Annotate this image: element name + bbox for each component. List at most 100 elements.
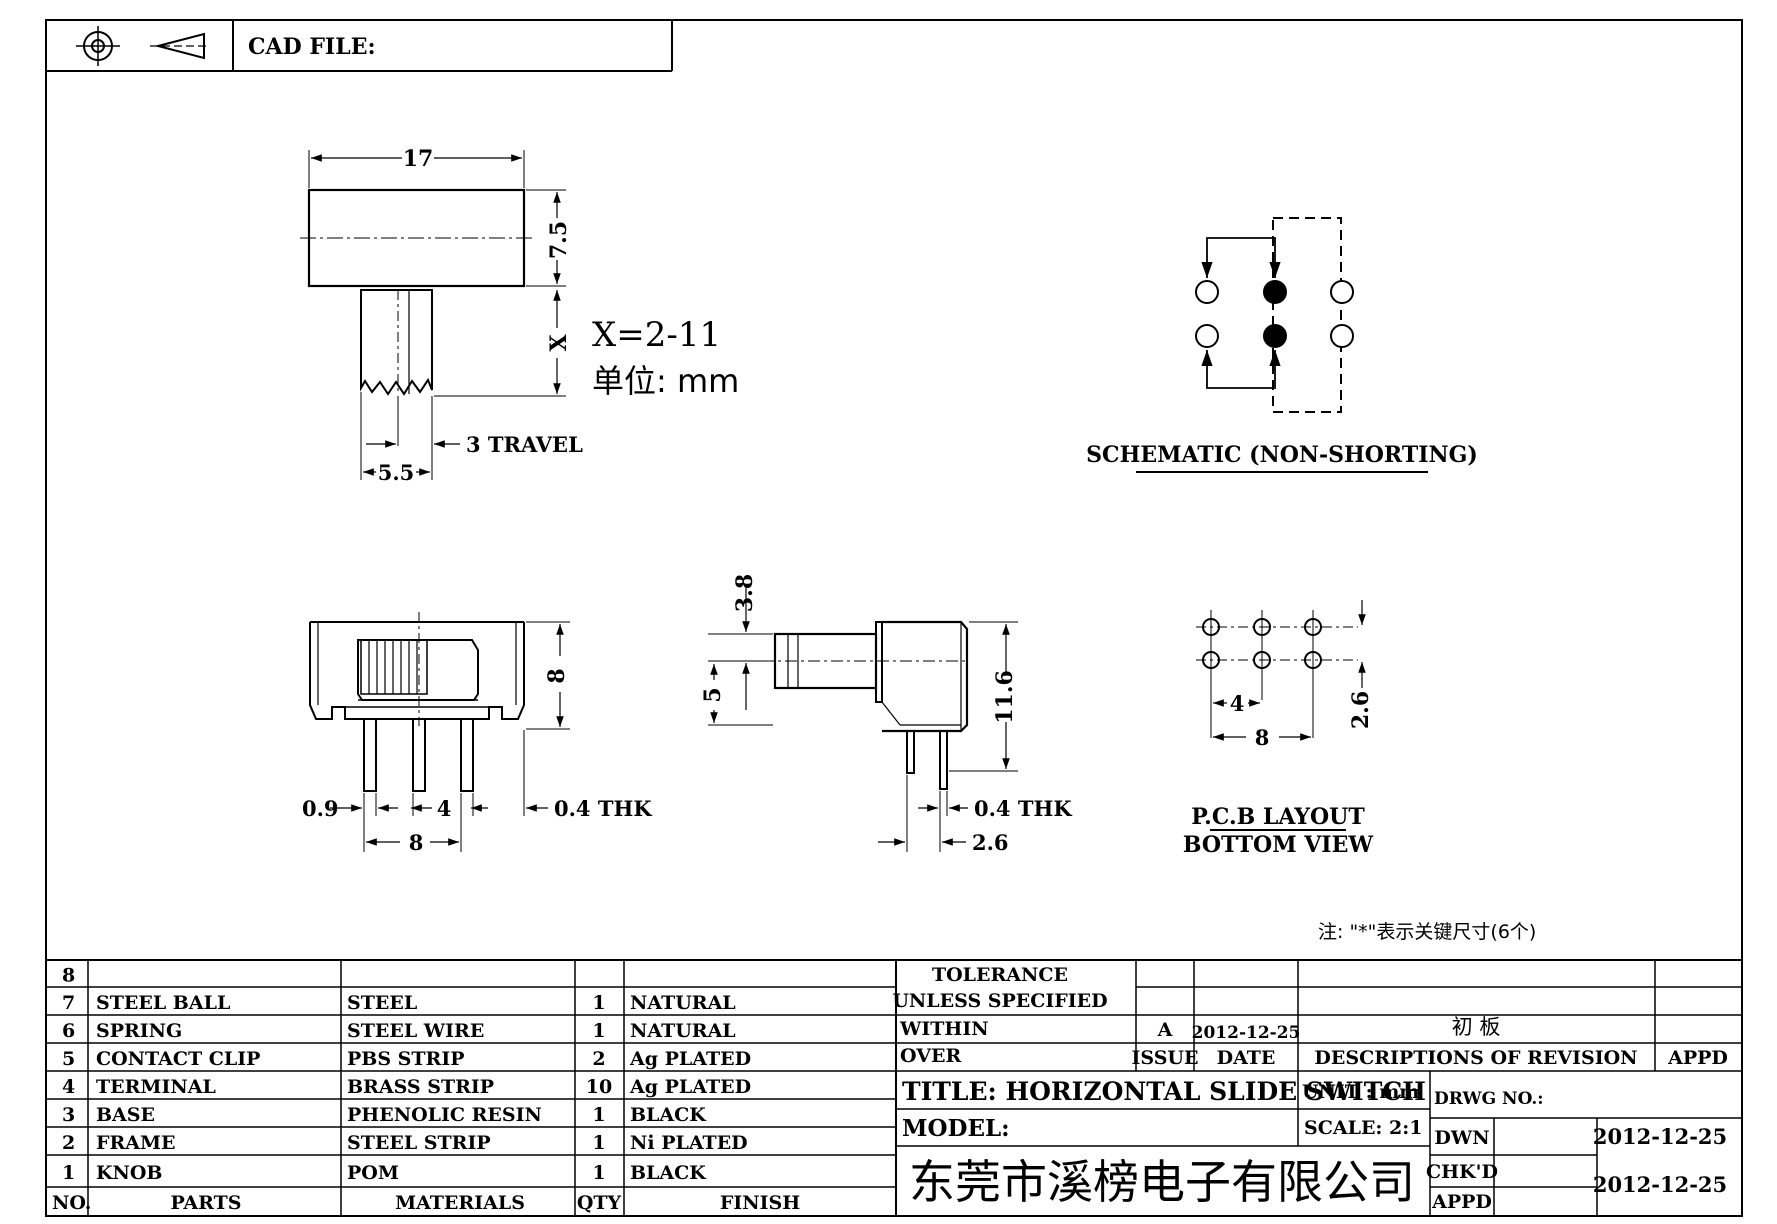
dim-x: X xyxy=(546,334,572,352)
bom-part: KNOB xyxy=(96,1162,163,1184)
bom-no: 6 xyxy=(62,1020,75,1042)
side-dim-knob-h: 3.8 xyxy=(732,574,758,612)
dim-travel: 3 TRAVEL xyxy=(466,432,583,457)
checked-date: 2012-12-25 xyxy=(1593,1172,1727,1197)
company-name: 东莞市溪榜电子有限公司 xyxy=(909,1155,1415,1209)
bom-material: PHENOLIC RESIN xyxy=(347,1104,542,1126)
unit-label: UNIT : mm xyxy=(1302,1081,1419,1103)
bom-part: STEEL BALL xyxy=(96,992,230,1014)
bom-finish: BLACK xyxy=(630,1104,707,1126)
appd-label: APPD xyxy=(1667,1047,1728,1069)
bom-no: 2 xyxy=(62,1132,75,1154)
bom-header-materials: MATERIALS xyxy=(395,1192,525,1214)
tolerance-label-1: TOLERANCE xyxy=(932,964,1068,986)
description-label: DESCRIPTIONS OF REVISION xyxy=(1314,1047,1637,1069)
bom-material: STEEL WIRE xyxy=(347,1020,484,1042)
dim-knob: 5.5 xyxy=(378,460,415,485)
dim-width: 17 xyxy=(403,146,434,172)
drawing-number-label: DRWG NO.: xyxy=(1434,1089,1544,1109)
x-range: X=2-11 xyxy=(592,315,721,355)
front-dim-thk: 0.4 THK xyxy=(554,796,652,821)
tolerance-label-2: UNLESS SPECIFIED xyxy=(892,990,1107,1012)
pcb-title-1: P.C.B LAYOUT xyxy=(1191,804,1365,830)
drawn-date: 2012-12-25 xyxy=(1593,1124,1727,1149)
bom-qty: 10 xyxy=(586,1076,612,1098)
bom-header-parts: PARTS xyxy=(171,1192,242,1214)
side-dim-height: 11.6 xyxy=(992,670,1018,724)
bom-qty: 1 xyxy=(592,1104,605,1126)
bom-part: CONTACT CLIP xyxy=(96,1048,260,1070)
side-view xyxy=(708,584,1018,852)
front-dim-pitch: 4 xyxy=(437,796,452,821)
front-dim-height: 8 xyxy=(544,668,570,683)
schematic-diagram xyxy=(1195,217,1354,413)
bom-no: 3 xyxy=(62,1104,75,1126)
bom-qty: 1 xyxy=(592,1132,605,1154)
bom-material: STEEL STRIP xyxy=(347,1132,491,1154)
checked-label: CHK'D xyxy=(1426,1161,1498,1183)
drawing-border xyxy=(45,19,1743,1217)
bom-no: 5 xyxy=(62,1048,75,1070)
bom-qty: 1 xyxy=(592,992,605,1014)
bom-finish: Ni PLATED xyxy=(630,1132,748,1154)
pcb-dim-span: 8 xyxy=(1255,725,1270,750)
pcb-layout xyxy=(1196,600,1366,741)
schematic-title: SCHEMATIC (NON-SHORTING) xyxy=(1086,442,1478,468)
bom-finish: Ag PLATED xyxy=(629,1048,751,1070)
bom-material: POM xyxy=(347,1162,399,1184)
bom-material: BRASS STRIP xyxy=(347,1076,494,1098)
bom-header-qty: QTY xyxy=(577,1192,622,1214)
front-view xyxy=(309,612,570,852)
bom-no: 4 xyxy=(62,1076,75,1098)
bom-finish: NATURAL xyxy=(630,992,736,1014)
bom-part: FRAME xyxy=(96,1132,176,1154)
title-block-grid xyxy=(896,960,1742,1216)
unit-note: 单位: mm xyxy=(592,362,739,400)
tolerance-within: WITHIN xyxy=(899,1018,989,1040)
bom-part: BASE xyxy=(96,1104,155,1126)
bill-of-materials xyxy=(46,959,1742,1216)
side-dim-pin: 2.6 xyxy=(972,830,1009,855)
date-label: DATE xyxy=(1217,1047,1276,1069)
pcb-dim-row: 2.6 xyxy=(1348,691,1374,729)
top-view xyxy=(300,150,566,480)
revision-date: 2012-12-25 xyxy=(1192,1023,1301,1043)
drawn-label: DWN xyxy=(1434,1127,1489,1149)
bom-qty: 2 xyxy=(592,1048,605,1070)
bom-header-finish: FINISH xyxy=(720,1192,800,1214)
key-dimension-note: 注: "*"表示关键尺寸(6个) xyxy=(1318,921,1536,943)
front-dim-pin: 0.9 xyxy=(302,796,339,821)
revision-issue: A xyxy=(1157,1019,1173,1041)
side-dim-knob-w: 5 xyxy=(700,687,726,702)
dim-height: 7.5 xyxy=(546,221,572,259)
model-label: MODEL: xyxy=(902,1115,1010,1142)
bom-no: 8 xyxy=(62,965,75,987)
pcb-title-2: BOTTOM VIEW xyxy=(1183,832,1373,858)
bom-finish: BLACK xyxy=(630,1162,707,1184)
header-block: CAD FILE: xyxy=(46,20,673,72)
bom-material: STEEL xyxy=(347,992,417,1014)
bom-no: 1 xyxy=(62,1162,75,1184)
bom-finish: NATURAL xyxy=(630,1020,736,1042)
bom-part: TERMINAL xyxy=(96,1076,216,1098)
bom-no: 7 xyxy=(62,992,75,1014)
drawing-title: TITLE: HORIZONTAL SLIDE SWITCH xyxy=(902,1077,1426,1106)
tolerance-over: OVER xyxy=(900,1045,961,1067)
bom-material: PBS STRIP xyxy=(347,1048,465,1070)
revision-description: 初 板 xyxy=(1452,1015,1501,1039)
scale-label: SCALE: 2:1 xyxy=(1304,1117,1423,1139)
issue-label: ISSUE xyxy=(1132,1047,1199,1069)
projection-cone-icon xyxy=(150,32,210,60)
front-dim-span: 8 xyxy=(409,830,424,855)
bom-qty: 1 xyxy=(592,1162,605,1184)
projection-target-icon xyxy=(76,26,120,66)
bom-part: SPRING xyxy=(96,1020,182,1042)
side-dim-thk: 0.4 THK xyxy=(974,796,1072,821)
approved-label: APPD xyxy=(1431,1191,1492,1213)
cad-file-label: CAD FILE: xyxy=(248,34,376,60)
bom-finish: Ag PLATED xyxy=(629,1076,751,1098)
bom-qty: 1 xyxy=(592,1020,605,1042)
pcb-dim-pitch: 4 xyxy=(1230,691,1245,716)
bom-header-no: NO. xyxy=(52,1192,91,1214)
